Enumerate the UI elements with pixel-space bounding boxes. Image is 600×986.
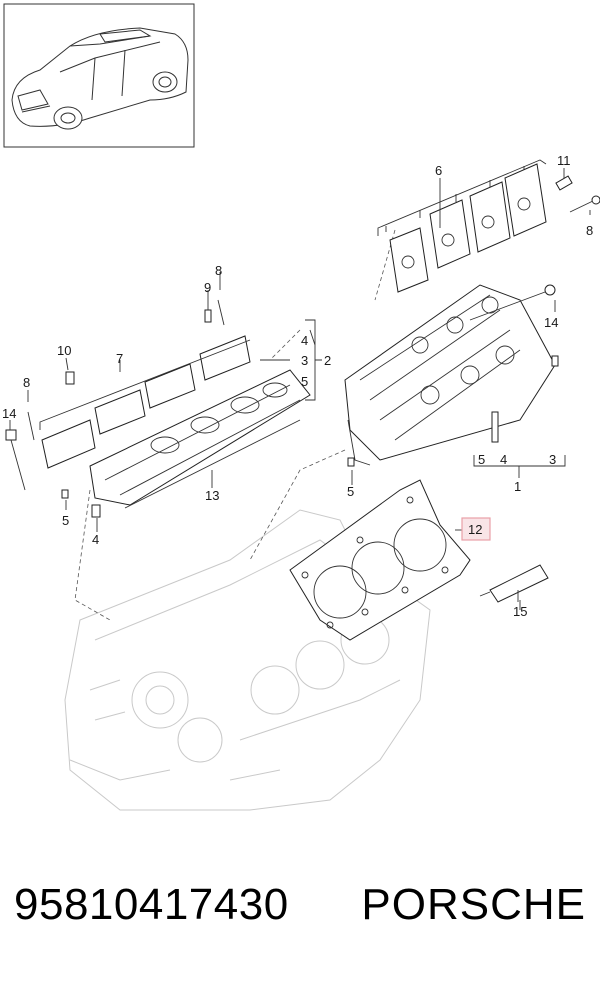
callout-13: 13 — [205, 488, 219, 503]
callout-5d: 5 — [62, 513, 69, 528]
callout-3a: 3 — [301, 353, 308, 368]
callout-6: 6 — [435, 163, 442, 178]
part-number: 95810417430 — [14, 880, 289, 929]
head-gasket — [289, 479, 471, 641]
callout-4b: 4 — [500, 452, 507, 467]
callout-9: 9 — [204, 280, 211, 295]
callout-5c: 5 — [347, 484, 354, 499]
bearing-caps-upper — [377, 159, 547, 293]
callout-12: 12 — [468, 522, 482, 537]
footer: 95810417430 PORSCHE — [0, 880, 600, 950]
bolts-11-8-right — [555, 175, 600, 213]
callout-7: 7 — [116, 351, 123, 366]
callout-10: 10 — [57, 343, 71, 358]
callout-5b: 5 — [478, 452, 485, 467]
bolts-left — [5, 299, 355, 518]
vehicle-thumbnail — [3, 3, 195, 148]
sealant-tube — [479, 564, 549, 610]
callout-4c: 4 — [92, 532, 99, 547]
callout-8c: 8 — [586, 223, 593, 238]
bracket-right — [473, 355, 566, 478]
callout-3b: 3 — [549, 452, 556, 467]
callout-leaders — [9, 168, 591, 602]
callout-8b: 8 — [23, 375, 30, 390]
highlight-box-12 — [461, 517, 491, 541]
callout-8a: 8 — [215, 263, 222, 278]
callout-5a: 5 — [301, 374, 308, 389]
cylinder-head-left — [89, 369, 311, 509]
callout-15: 15 — [513, 604, 527, 619]
bolt-14-right — [469, 284, 556, 321]
callout-14b: 14 — [2, 406, 16, 421]
bearing-caps-left — [39, 329, 316, 469]
cylinder-head-right — [344, 284, 556, 466]
brand-name: PORSCHE — [361, 880, 586, 929]
callout-1: 1 — [514, 479, 521, 494]
callout-4a: 4 — [301, 333, 308, 348]
callout-14a: 14 — [544, 315, 558, 330]
callout-11: 11 — [557, 153, 571, 168]
exploded-parts-diagram: 1 2 3 3 4 4 4 5 5 5 5 6 7 8 8 8 9 10 11 … — [2, 3, 600, 811]
callout-labels: 1 2 3 3 4 4 4 5 5 5 5 6 7 8 8 8 9 10 11 … — [2, 153, 593, 619]
engine-block-outline — [64, 509, 431, 811]
callout-2: 2 — [324, 353, 331, 368]
